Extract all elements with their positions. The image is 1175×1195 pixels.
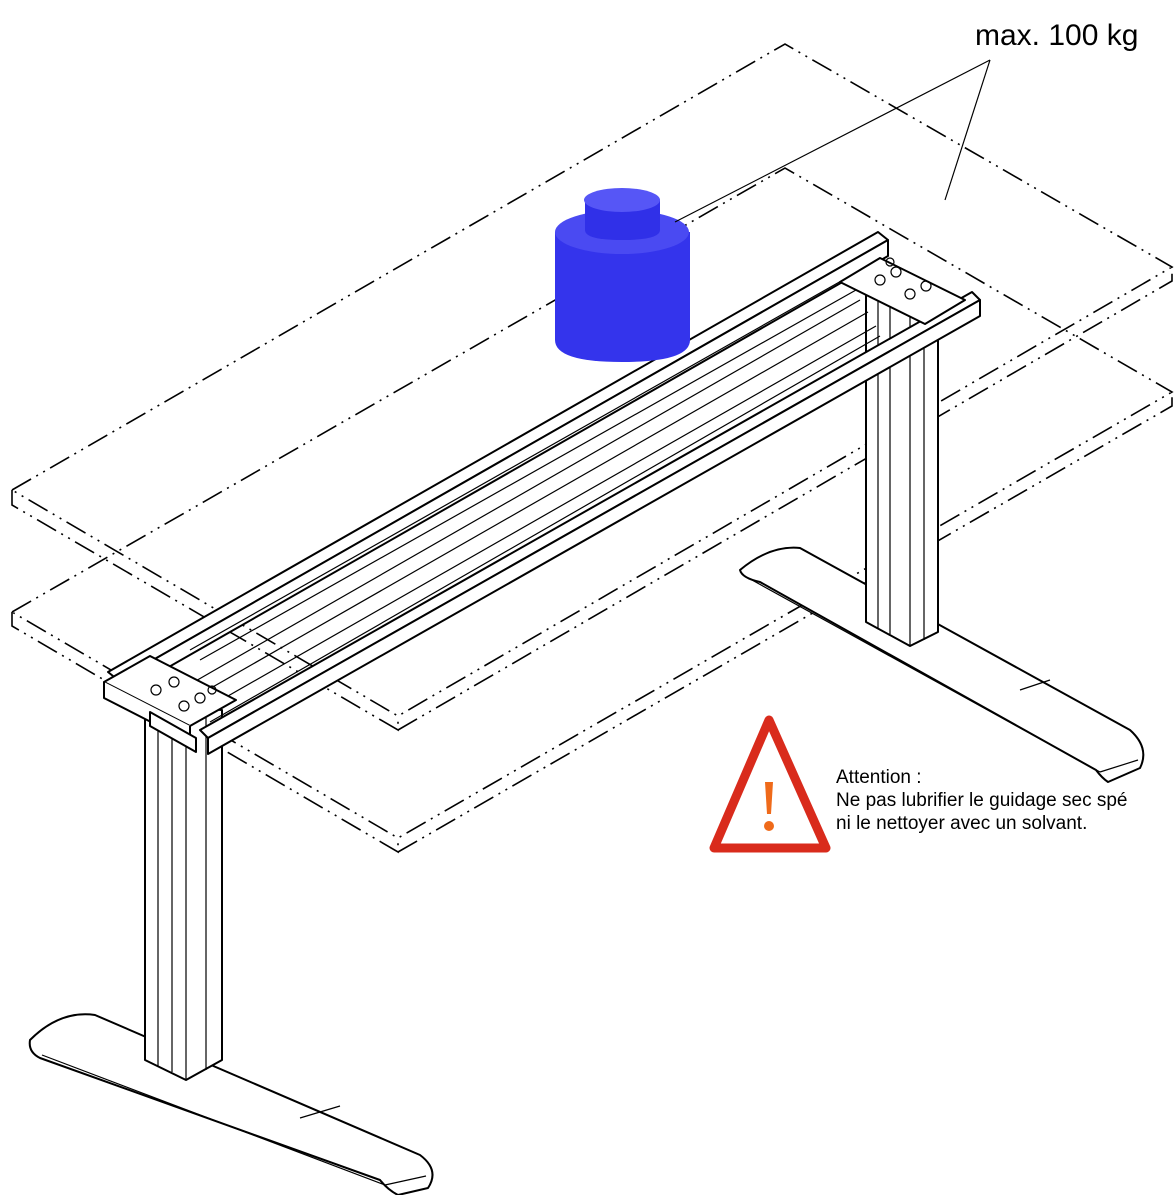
- frame-rails: [107, 231, 981, 755]
- max-load-label: max. 100 kg: [975, 19, 1138, 52]
- frame-end-right: [839, 257, 966, 325]
- warning-line-1: Ne pas lubrifier le guidage sec spé: [836, 790, 1128, 811]
- warning-title: Attention :: [836, 767, 922, 788]
- load-leader-lines: [674, 59, 991, 223]
- right-leg: [865, 294, 939, 647]
- frame-end-left: [103, 655, 237, 753]
- right-foot: [739, 546, 1145, 783]
- warning-line-2: ni le nettoyer avec un solvant.: [836, 813, 1087, 834]
- warning-triangle-icon: [709, 715, 831, 853]
- left-leg: [144, 704, 223, 1081]
- weight-icon: [555, 188, 690, 362]
- left-foot: [28, 1013, 434, 1195]
